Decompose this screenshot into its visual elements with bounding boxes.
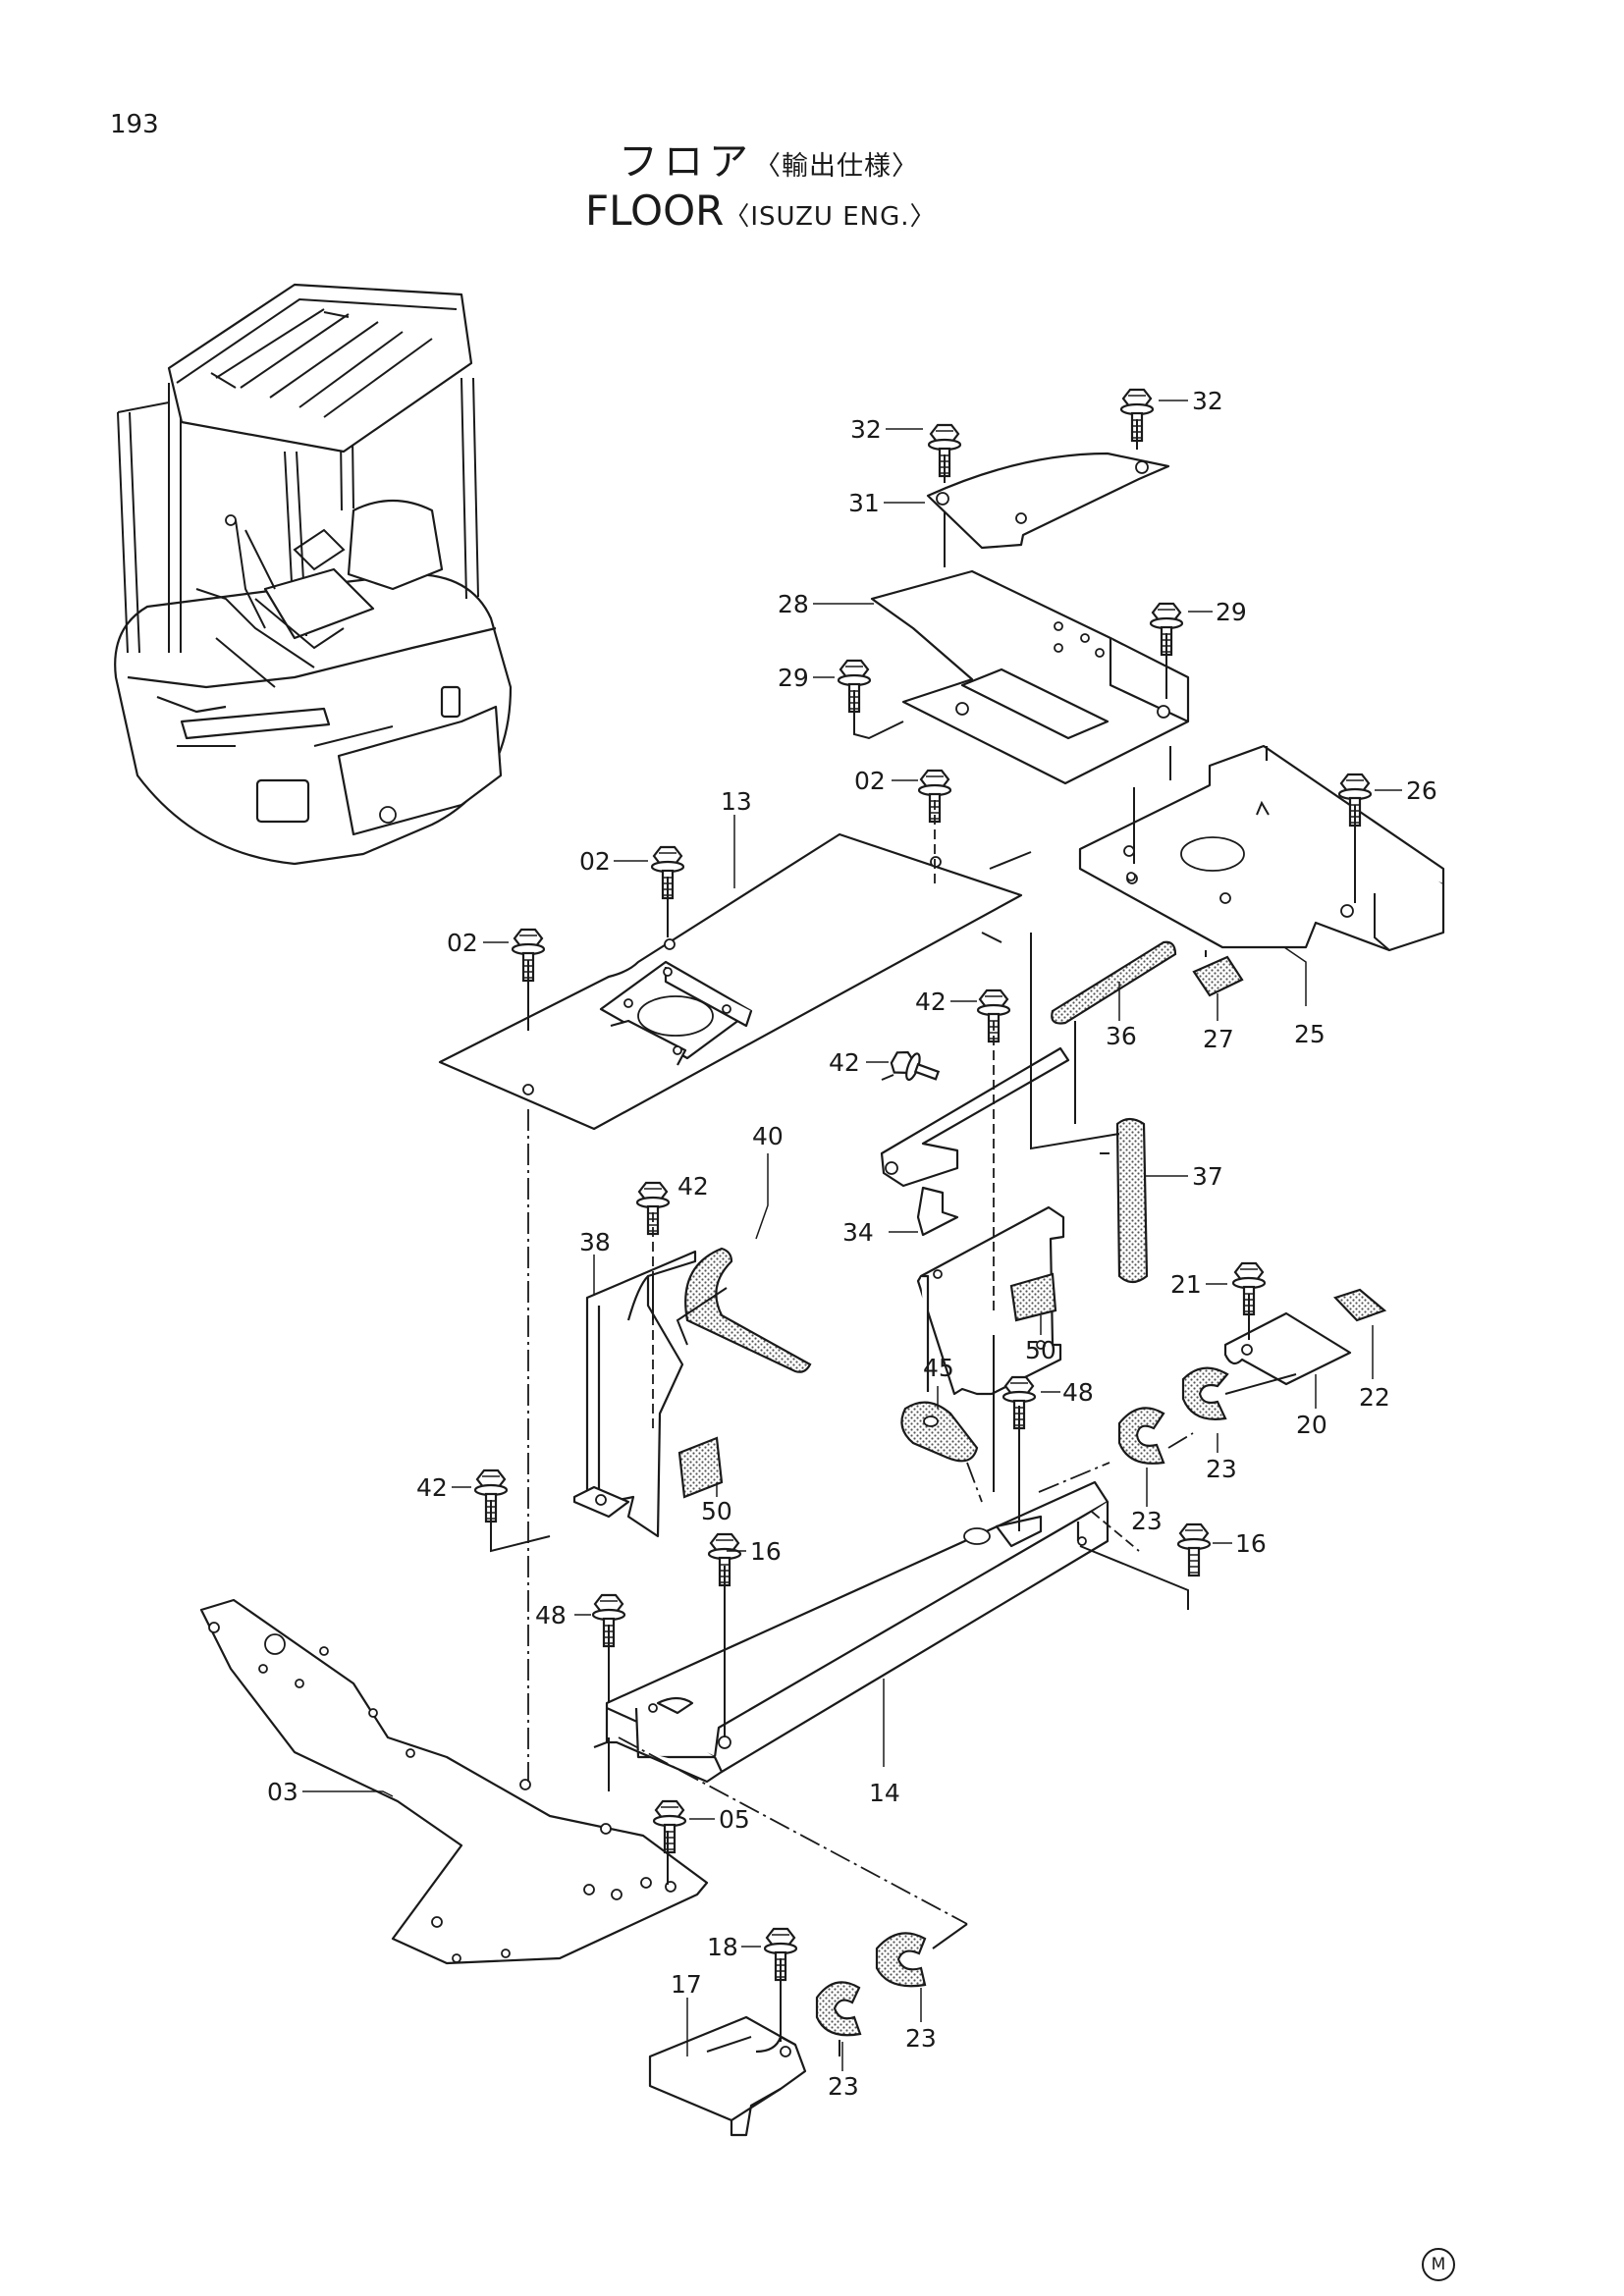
callout-02a: 02	[854, 767, 886, 795]
callout-40: 40	[752, 1122, 784, 1150]
part-27-rubber-block	[1192, 955, 1244, 997]
part-34-vertical-bracket	[880, 1046, 1070, 1396]
callout-31: 31	[848, 489, 880, 517]
part-50b-rubber-pad	[1009, 1272, 1057, 1322]
part-40-rubber-hose	[684, 1247, 812, 1373]
grommet-23c	[815, 1981, 862, 2037]
bolt-16b-icon	[1176, 1522, 1212, 1577]
part-50a-rubber-pad	[677, 1436, 724, 1499]
bolt-05-icon	[652, 1799, 687, 1854]
callout-34: 34	[842, 1218, 874, 1247]
part-22-rubber-pad	[1332, 1288, 1387, 1322]
callout-22: 22	[1359, 1383, 1390, 1412]
part-37-rubber-strip	[1115, 1117, 1149, 1284]
callout-05: 05	[719, 1805, 750, 1834]
callout-36: 36	[1106, 1022, 1137, 1050]
callout-23c: 23	[828, 2072, 859, 2101]
callout-16a: 16	[750, 1537, 782, 1566]
part-03-floor-frame	[199, 1598, 709, 1965]
callout-42b: 42	[829, 1048, 860, 1077]
part-45-rubber-cushion	[900, 1401, 979, 1463]
callout-23b: 23	[1206, 1455, 1237, 1483]
title-japanese-sub: 〈輸出仕様〉	[754, 151, 919, 182]
callout-23a: 23	[1131, 1507, 1163, 1535]
callout-16b: 16	[1235, 1529, 1267, 1558]
part-14-channel-frame	[593, 1480, 1110, 1784]
title-english-sub: 〈ISUZU ENG.〉	[724, 202, 937, 232]
excavator-cab-illustration	[114, 283, 513, 866]
title-japanese: フロア〈輸出仕様〉	[619, 130, 919, 187]
callout-02b: 02	[579, 847, 611, 876]
part-20-plate	[1223, 1311, 1352, 1386]
callout-26: 26	[1406, 776, 1437, 805]
callout-17: 17	[671, 1970, 702, 1999]
corner-mark-icon: M	[1422, 2248, 1455, 2281]
callout-25: 25	[1294, 1020, 1326, 1048]
part-17-bracket	[648, 2015, 807, 2137]
callout-14: 14	[869, 1779, 900, 1807]
callout-29b: 29	[778, 664, 809, 692]
callout-03: 03	[267, 1778, 298, 1806]
callout-50b: 50	[1025, 1336, 1056, 1364]
grommet-23d	[875, 1932, 927, 1988]
part-13-floor-plate	[438, 832, 1023, 1131]
bolt-42b-icon	[635, 1181, 671, 1236]
callout-27: 27	[1203, 1025, 1234, 1053]
callout-42c: 42	[677, 1172, 709, 1201]
assembly-lines	[490, 419, 1356, 2056]
page-number: 193	[110, 110, 159, 139]
callout-48a: 48	[1062, 1378, 1094, 1407]
callout-38: 38	[579, 1228, 611, 1256]
callout-37: 37	[1192, 1162, 1223, 1191]
callout-28: 28	[778, 590, 809, 618]
callout-42d: 42	[416, 1473, 448, 1502]
callout-02c: 02	[447, 929, 478, 957]
part-38-side-bracket	[572, 1250, 697, 1538]
part-28-floor-panel	[870, 569, 1190, 785]
callout-20: 20	[1296, 1411, 1327, 1439]
callout-32b: 32	[1192, 387, 1223, 415]
part-25-bracket	[1078, 744, 1445, 952]
callout-48b: 48	[535, 1601, 567, 1629]
callout-18: 18	[707, 1933, 738, 1961]
part-36-rubber-strip	[1051, 940, 1177, 1025]
bolt-02a-icon	[917, 769, 952, 824]
callout-numbers: 32 32 31 28 29 29 02 26 13 02 02 25 27 3…	[267, 387, 1437, 2101]
callout-13: 13	[721, 787, 752, 816]
leader-lines	[302, 400, 1402, 2071]
bolt-42c-icon	[890, 1050, 941, 1082]
callout-23d: 23	[905, 2024, 937, 2053]
title-english-main: FLOOR	[585, 187, 725, 235]
title-english: FLOOR〈ISUZU ENG.〉	[585, 187, 937, 235]
callout-45: 45	[923, 1354, 954, 1382]
callout-32a: 32	[850, 415, 882, 444]
bolt-42a-icon	[976, 988, 1011, 1043]
grommet-23a	[1117, 1407, 1165, 1465]
part-31-cover-plate	[926, 452, 1170, 550]
title-japanese-main: フロア	[619, 139, 754, 185]
callout-50a: 50	[701, 1497, 732, 1525]
callout-42a: 42	[915, 988, 947, 1016]
grommet-23b	[1181, 1366, 1229, 1420]
callout-21: 21	[1170, 1270, 1202, 1299]
callout-29a: 29	[1216, 598, 1247, 626]
